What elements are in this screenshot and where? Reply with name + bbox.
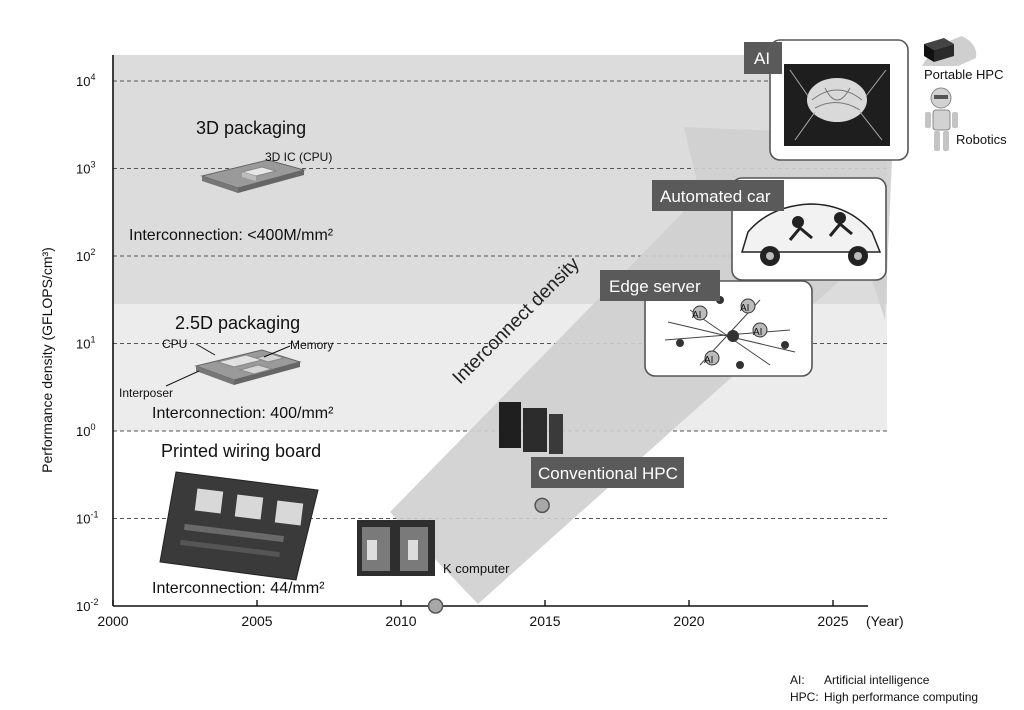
memory-pointer [263, 345, 291, 358]
y-tick-label: 10-1 [76, 510, 98, 527]
k-computer-label: K computer [443, 561, 510, 576]
y-tick-label: 10-2 [76, 597, 98, 614]
x-tick-label: 2015 [529, 613, 560, 629]
x-axis-unit: (Year) [866, 613, 904, 629]
y-tick-label: 100 [76, 422, 95, 439]
x-tick-label: 2020 [673, 613, 704, 629]
footnote-hpc-key: HPC: [790, 690, 819, 704]
y-tick-label: 104 [76, 72, 95, 89]
pkg3d-title: 3D packaging [196, 118, 306, 138]
y-tick-label: 102 [76, 247, 95, 264]
3d-ic-label: 3D IC (CPU) [265, 150, 332, 164]
edge-server-label: Edge server [609, 277, 701, 296]
cpu-pointer [195, 343, 216, 356]
data-points [427, 497, 550, 614]
pwb-interconnection: Interconnection: 44/mm² [152, 580, 325, 597]
footnote-ai-key: AI: [790, 673, 805, 687]
y-tick-label: 103 [76, 160, 95, 177]
portable-hpc-icon [922, 36, 977, 66]
y-axis-label: Performance density (GFLOPS/cm³) [39, 247, 55, 473]
x-tick-label: 2025 [817, 613, 848, 629]
interposer-label: Interposer [119, 386, 173, 400]
pwb-title: Printed wiring board [161, 441, 321, 461]
automated-car-illustration [740, 203, 882, 266]
robotics-label: Robotics [956, 132, 1007, 147]
ai-label: AI [754, 49, 770, 68]
automated-car-label: Automated car [660, 187, 771, 206]
conventional-hpc-photo [499, 402, 563, 454]
conventional-hpc-label: Conventional HPC [538, 464, 678, 483]
x-tick-label: 2005 [241, 613, 272, 629]
edge-ai-label-1: AI [692, 310, 701, 321]
pkg25d-interconnection: Interconnection: 400/mm² [152, 405, 334, 422]
automated-car-label-box [652, 180, 784, 211]
portable-hpc-label: Portable HPC [924, 67, 1003, 82]
pkg3d-interconnection: Interconnection: <400M/mm² [129, 227, 334, 244]
x-tick-label: 2000 [97, 613, 128, 629]
edge-ai-label-4: AI [704, 355, 713, 366]
y-tick-labels: 10-2 10-1 100 101 102 103 104 [76, 72, 98, 614]
footnote-hpc-text: High performance computing [824, 690, 978, 704]
ai-label-box [744, 42, 782, 74]
footnote-ai-text: Artificial intelligence [824, 673, 930, 687]
pkg25d-title: 2.5D packaging [175, 313, 300, 333]
edge-server-frame [644, 280, 813, 377]
cpu-label: CPU [162, 337, 187, 351]
x-tick-label: 2010 [385, 613, 416, 629]
25d-package-illustration [194, 349, 302, 385]
edge-server-label-box [600, 270, 720, 301]
interposer-pointer [165, 370, 200, 387]
3d-ic-chip-illustration [200, 159, 306, 193]
ai-brain-illustration [784, 64, 890, 146]
data-point-marker [427, 598, 444, 614]
y-tick-label: 101 [76, 335, 95, 352]
k-computer-photo [357, 520, 435, 576]
robot-icon [925, 87, 958, 151]
conventional-hpc-label-box [531, 457, 684, 488]
data-point-marker [534, 497, 550, 514]
edge-server-network-illustration [664, 296, 796, 369]
x-tick-labels: 2000 2005 2010 2015 2020 2025 [97, 600, 849, 629]
edge-ai-label-3: AI [753, 327, 762, 338]
edge-ai-label-2: AI [740, 303, 749, 314]
memory-label: Memory [290, 338, 333, 352]
printed-wiring-board-illustration [159, 471, 319, 581]
